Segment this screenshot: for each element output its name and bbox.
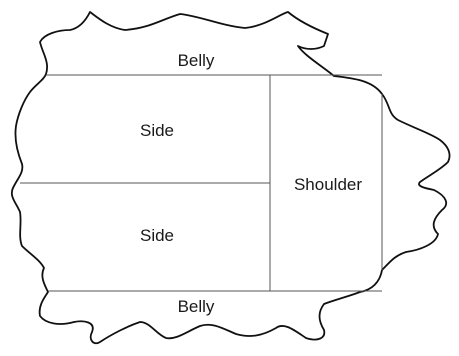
belly-bottom-label: Belly bbox=[178, 297, 215, 316]
shoulder-label: Shoulder bbox=[294, 175, 362, 194]
side-top-label: Side bbox=[140, 121, 174, 140]
belly-top-label: Belly bbox=[178, 51, 215, 70]
side-bottom-label: Side bbox=[140, 226, 174, 245]
hide-outline bbox=[12, 12, 450, 343]
